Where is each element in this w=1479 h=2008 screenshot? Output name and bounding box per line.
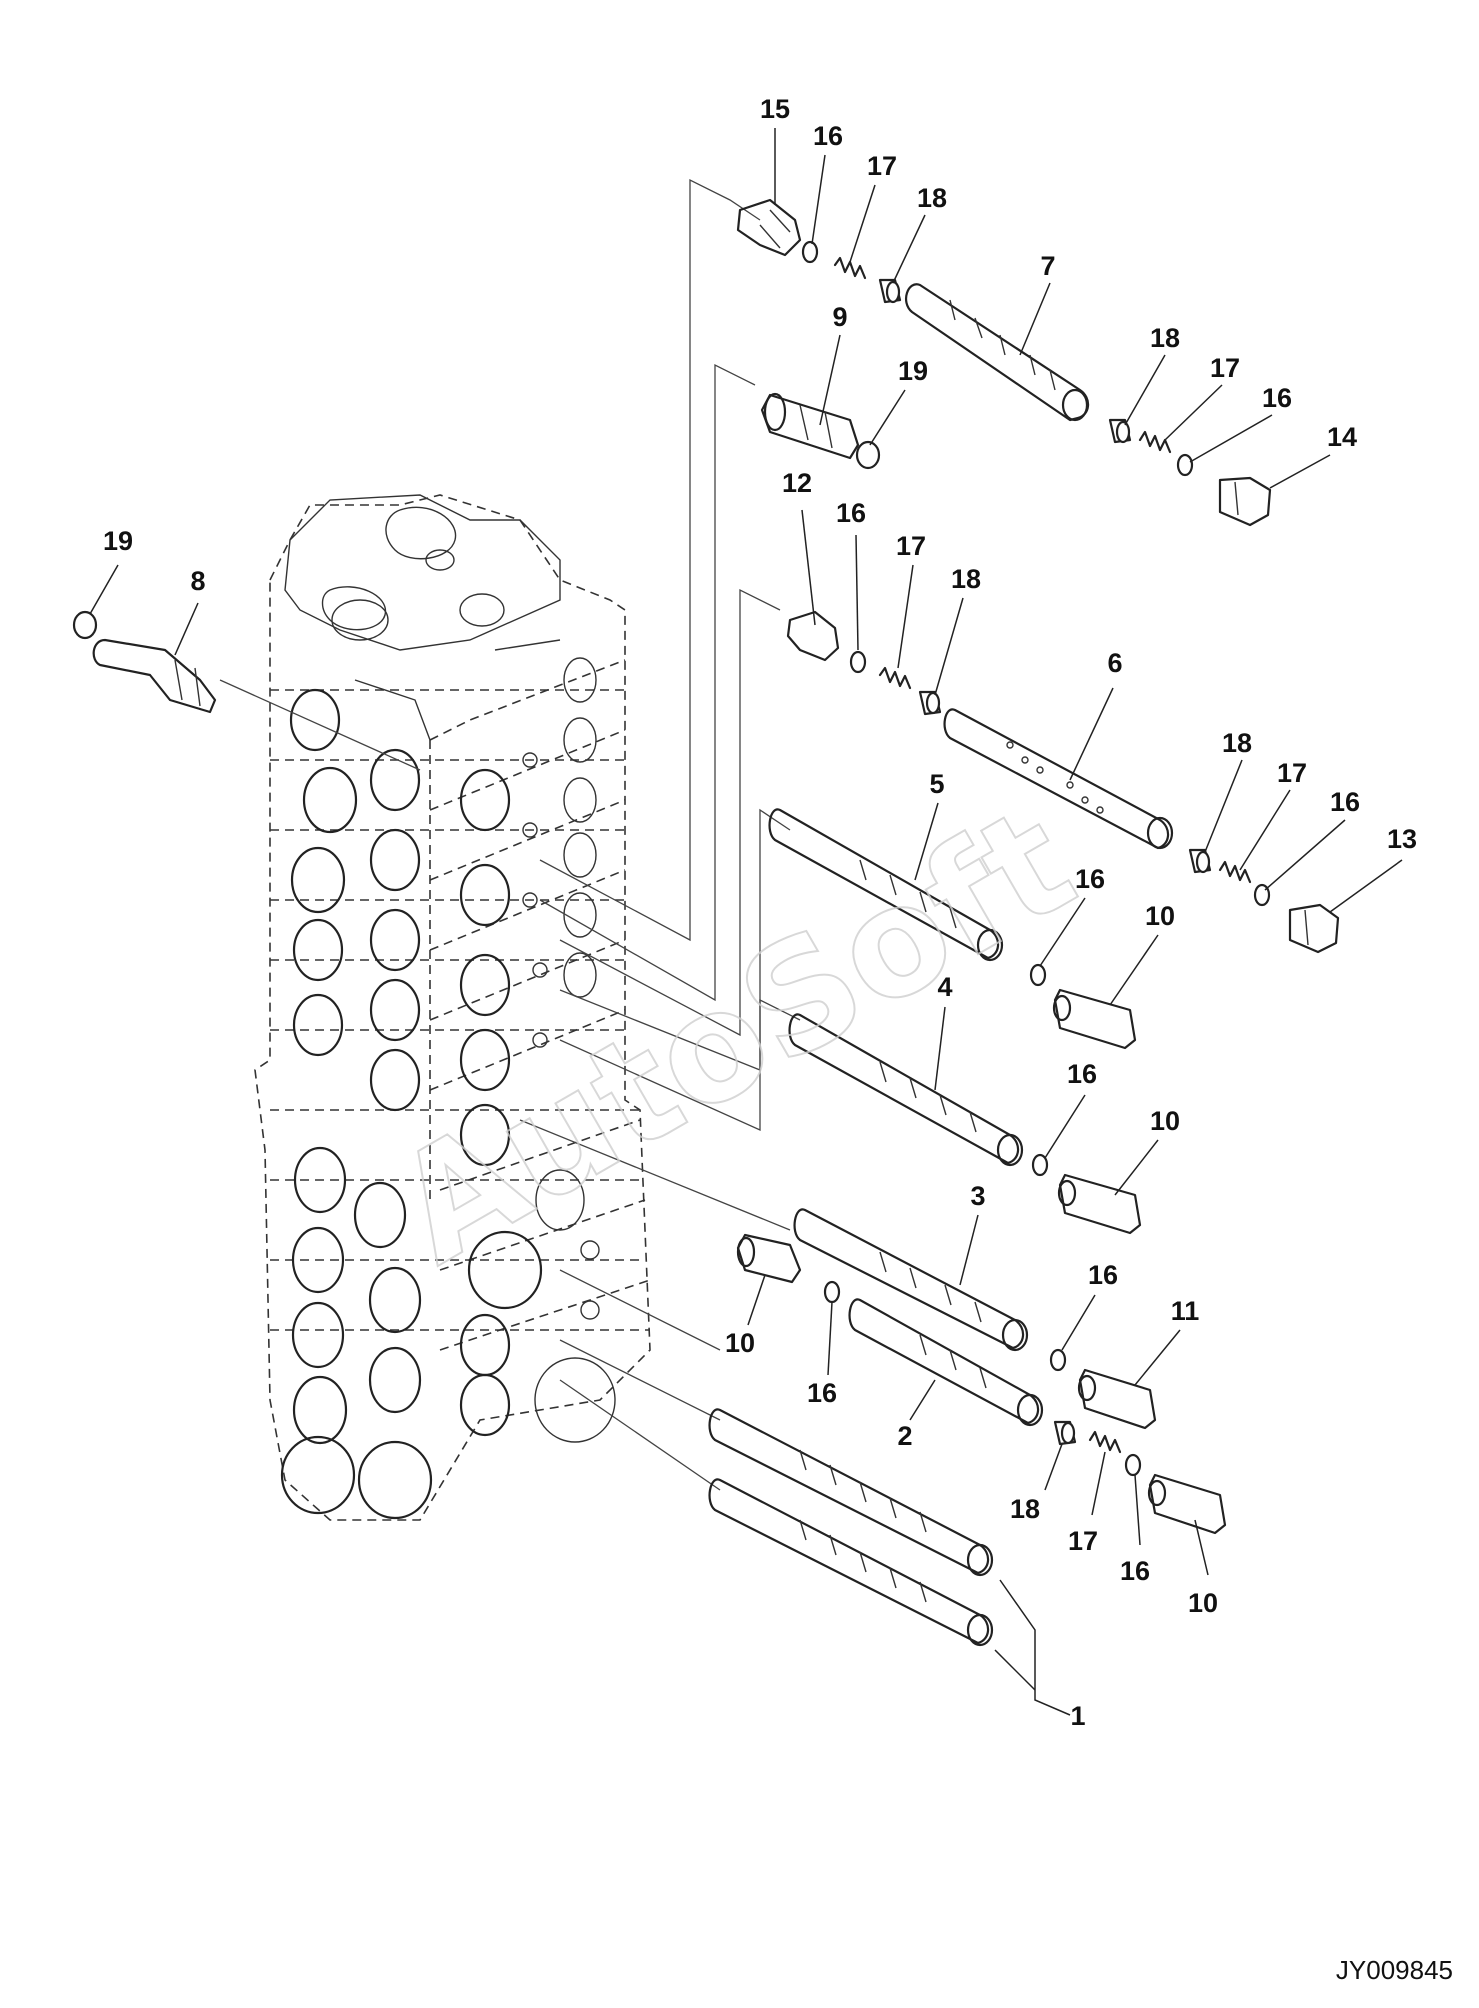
callout-11: 11 [1171, 1296, 1200, 1326]
o-ring-16h [823, 1280, 841, 1304]
spool-9 [760, 392, 860, 460]
callout-8: 8 [190, 566, 205, 596]
callout-18: 18 [1222, 728, 1252, 758]
o-ring-16c [849, 650, 867, 674]
callout-16: 16 [813, 121, 843, 151]
spool-5 [768, 808, 1004, 962]
callout-12: 12 [782, 468, 812, 498]
callout-16: 16 [1330, 787, 1360, 817]
callout-10: 10 [1188, 1588, 1218, 1618]
callout-18: 18 [1010, 1494, 1040, 1524]
callout-2: 2 [897, 1421, 912, 1451]
plug-11 [1077, 1368, 1157, 1430]
spring-17e [1088, 1430, 1122, 1454]
retainer-18e [1053, 1420, 1077, 1446]
callout-5: 5 [929, 769, 944, 799]
plug-12 [786, 610, 840, 662]
callout-labels: 15 16 17 18 7 9 19 18 17 16 14 12 16 17 … [103, 94, 1417, 1731]
o-ring-16a [801, 240, 819, 264]
callout-6: 6 [1107, 648, 1122, 678]
o-ring-16e [1029, 963, 1047, 987]
plug-10b [1057, 1173, 1142, 1235]
leader-lines [89, 128, 1403, 1716]
o-ring-16i [1124, 1453, 1142, 1477]
callout-17: 17 [1277, 758, 1307, 788]
drawing-code: JY009845 [1335, 1955, 1453, 1985]
spool-7 [904, 283, 1090, 422]
spool-4 [788, 1013, 1024, 1167]
callout-16: 16 [1075, 864, 1105, 894]
callout-16: 16 [1262, 383, 1292, 413]
callout-1: 1 [1070, 1701, 1085, 1731]
callout-10: 10 [1150, 1106, 1180, 1136]
spool-3 [793, 1208, 1029, 1352]
alignment-lines [219, 178, 801, 1491]
callout-18: 18 [1150, 323, 1180, 353]
spool-1-upper [708, 1408, 994, 1577]
plug-13 [1288, 903, 1340, 954]
callout-19: 19 [898, 356, 928, 386]
callout-13: 13 [1387, 824, 1417, 854]
o-ring-19a [855, 440, 881, 470]
watermark-text: AutoSoft [368, 774, 1101, 1298]
retainer-18c [918, 690, 942, 716]
plug-10c [736, 1233, 802, 1284]
valve-body [254, 494, 651, 1521]
callout-10: 10 [725, 1328, 755, 1358]
retainer-18d [1188, 848, 1212, 874]
spool-8 [92, 638, 217, 714]
plug-10d [1147, 1473, 1227, 1535]
callout-17: 17 [867, 151, 897, 181]
o-ring-16g [1049, 1348, 1067, 1372]
callout-17: 17 [896, 531, 926, 561]
spring-17b [1138, 430, 1172, 454]
callout-16: 16 [1067, 1059, 1097, 1089]
callout-16: 16 [1120, 1556, 1150, 1586]
o-ring-16f [1031, 1153, 1049, 1177]
spring-17c [878, 666, 912, 690]
o-ring-16b [1176, 453, 1194, 477]
spring-17d [1218, 860, 1252, 884]
callout-16: 16 [836, 498, 866, 528]
spool-6 [943, 708, 1174, 850]
callout-7: 7 [1040, 251, 1055, 281]
callout-19: 19 [103, 526, 133, 556]
callout-15: 15 [760, 94, 790, 124]
callout-17: 17 [1068, 1526, 1098, 1556]
callout-18: 18 [917, 183, 947, 213]
plug-14 [1218, 476, 1272, 527]
callout-17: 17 [1210, 353, 1240, 383]
callout-3: 3 [970, 1181, 985, 1211]
callout-16: 16 [1088, 1260, 1118, 1290]
callout-16: 16 [807, 1378, 837, 1408]
callout-4: 4 [937, 972, 952, 1002]
callout-14: 14 [1327, 422, 1357, 452]
o-ring-19b [72, 610, 98, 640]
plug-10a [1052, 988, 1137, 1050]
callout-18: 18 [951, 564, 981, 594]
retainer-18a [878, 278, 902, 304]
plug-15 [736, 198, 802, 257]
retainer-18b [1108, 418, 1132, 444]
callout-10: 10 [1145, 901, 1175, 931]
spool-1-lower [708, 1478, 994, 1647]
callout-9: 9 [832, 302, 847, 332]
spool-2 [848, 1298, 1044, 1427]
